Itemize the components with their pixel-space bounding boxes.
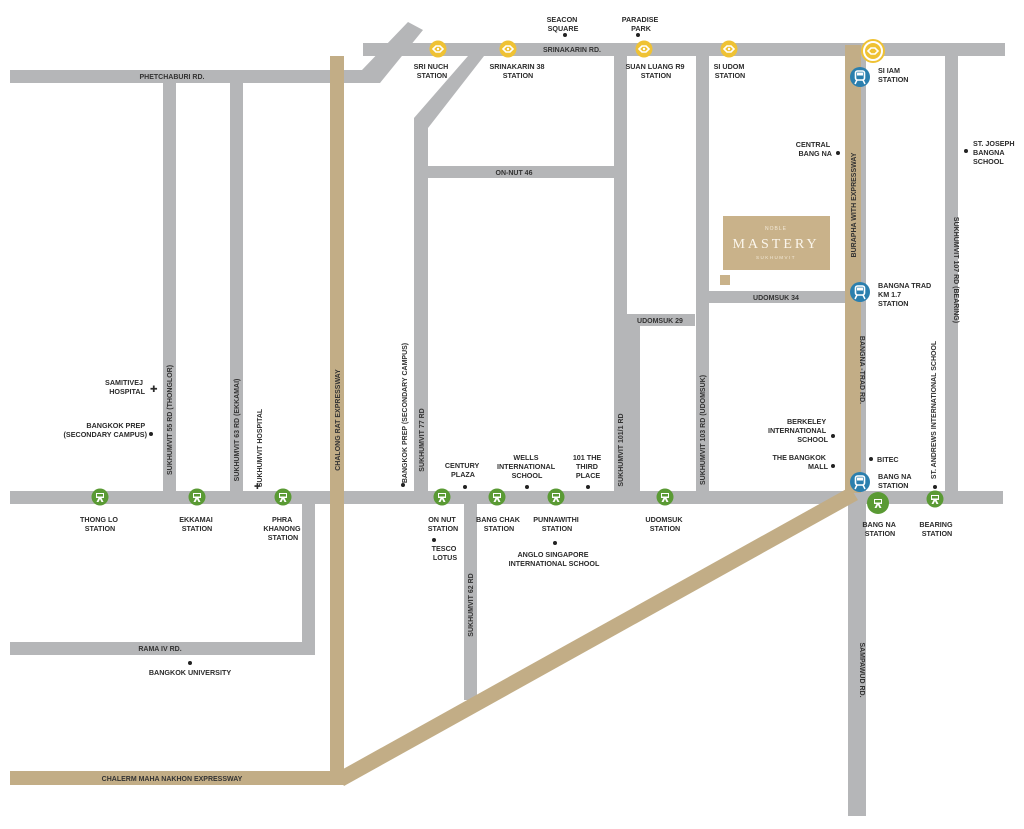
- station-label-thong-lo: THONG LO STATION: [80, 515, 120, 533]
- monorail-icon[interactable]: [719, 39, 739, 59]
- road-label-soi-107: SUKHUMVIT 107 RD (BEARING): [952, 217, 959, 323]
- station-label-si-udom: SI UDOM STATION: [714, 62, 747, 80]
- expressways-layer: [10, 45, 861, 786]
- road-label-chalong-rat: CHALONG RAT EXPRESSWAY: [335, 369, 342, 471]
- station-label-phra-khanong: PHRA KHANONG STATION: [263, 515, 302, 542]
- place-anglo: ANGLO SINGAPORE INTERNATIONAL SCHOOL: [509, 550, 600, 568]
- metro-train-icon[interactable]: [849, 471, 871, 493]
- road-label-chalerm: CHALERM MAHA NAKHON EXPRESSWAY: [102, 776, 243, 783]
- metro-train-icon[interactable]: [849, 281, 871, 303]
- road-label-soi-77: SUKHUMVIT 77 RD: [419, 408, 426, 471]
- train-front-icon[interactable]: [656, 488, 674, 506]
- station-label-suan-luang: SUAN LUANG R9 STATION: [625, 62, 686, 80]
- monorail-icon[interactable]: [498, 39, 518, 59]
- station-icons: [91, 39, 944, 514]
- place-bangkok-mall: THE BANGKOK MALL: [772, 453, 828, 471]
- road-label-soi-101-1: SUKHUMVIT 101/1 RD: [618, 413, 625, 486]
- hospital-cross-icon: ✚: [150, 384, 158, 394]
- train-front-icon[interactable]: [547, 488, 565, 506]
- train-front-icon[interactable]: [926, 490, 944, 508]
- station-labels: THONG LO STATION EKKAMAI STATION PHRA KH…: [80, 62, 954, 542]
- train-front-icon[interactable]: [867, 492, 889, 514]
- train-front-icon[interactable]: [488, 488, 506, 506]
- road-label-soi-103: SUKHUMVIT 103 RD (UDOMSUK): [700, 375, 707, 485]
- road-label-soi-62: SUKHUMVIT 62 RD: [468, 573, 475, 636]
- roads-layer: [10, 22, 1005, 816]
- place-tesco: TESCO LOTUS: [432, 544, 459, 562]
- place-bangkok-prep-vertical: BANGKOK PREP (SECONDARY CAMPUS): [402, 343, 409, 483]
- road-label-udomsuk-29: UDOMSUK 29: [637, 318, 683, 325]
- road-label-rama-iv: RAMA IV RD.: [138, 646, 181, 653]
- road-label-srinakarin: SRINAKARIN RD.: [543, 47, 601, 54]
- monorail-icon[interactable]: [861, 39, 885, 63]
- station-label-on-nut: ON NUT STATION: [428, 515, 458, 533]
- road-label-bangna-trad: BANGNA -TRAD RD.: [858, 336, 865, 404]
- station-label-bearing: BEARING STATION: [919, 520, 954, 538]
- place-century: CENTURY PLAZA: [445, 461, 481, 479]
- place-bitec: BITEC: [877, 455, 899, 464]
- road-labels: PHETCHABURI RD. SRINAKARIN RD. ON-NUT 46…: [102, 47, 959, 783]
- station-label-srinakarin-38: SRINAKARIN 38 STATION: [489, 62, 546, 80]
- metro-train-icon[interactable]: [849, 66, 871, 88]
- train-front-icon[interactable]: [188, 488, 206, 506]
- road-label-udomsuk-34: UDOMSUK 34: [753, 295, 799, 302]
- station-label-bang-na-bts: BANG NA STATION: [862, 520, 897, 538]
- station-label-ekkamai: EKKAMAI STATION: [179, 515, 215, 533]
- road-label-burapha: BURAPHA WITH EXPRESSWAY: [851, 152, 858, 257]
- project-logo[interactable]: NOBLE MASTERY SUKHUMVIT: [720, 216, 830, 285]
- logo-name: MASTERY: [732, 237, 819, 252]
- road-label-soi-63: SUKHUMVIT 63 RD (EKKAMAI): [234, 379, 241, 482]
- road-label-on-nut-46: ON-NUT 46: [496, 170, 533, 177]
- train-front-icon[interactable]: [433, 488, 451, 506]
- road-label-phetchaburi: PHETCHABURI RD.: [140, 74, 205, 81]
- station-label-bang-na-blue: BANG NA STATION: [878, 472, 913, 490]
- place-bangkok-university: BANGKOK UNIVERSITY: [149, 668, 231, 677]
- station-label-punnawithi: PUNNAWITHI STATION: [533, 515, 581, 533]
- road-label-soi-55: SUKHUMVIT 55 RD (THONGLOR): [167, 365, 174, 475]
- logo-top: NOBLE: [765, 226, 787, 232]
- place-wells: WELLS INTERNATIONAL SCHOOL: [497, 453, 557, 480]
- place-the-third-place: 101 THE THIRD PLACE: [573, 453, 603, 480]
- place-seacon: SEACON SQUARE: [547, 15, 580, 33]
- station-label-bangna-trad-km: BANGNA TRAD KM 1.7 STATION: [878, 281, 933, 308]
- place-st-joseph: ST. JOSEPH BANGNA SCHOOL: [973, 139, 1017, 166]
- place-sukhumvit-hospital: SUKHUMVIT HOSPITAL: [257, 408, 264, 487]
- place-st-andrews: ST. ANDREWS INTERNATIONAL SCHOOL: [931, 340, 938, 479]
- place-bangkok-prep: BANGKOK PREP (SECONDARY CAMPUS): [64, 421, 148, 439]
- station-label-sri-nuch: SRI NUCH STATION: [414, 62, 451, 80]
- place-samitivej: SAMITIVEJ HOSPITAL: [105, 378, 146, 396]
- logo-sub: SUKHUMVIT: [756, 255, 796, 260]
- train-front-icon[interactable]: [274, 488, 292, 506]
- monorail-icon[interactable]: [428, 39, 448, 59]
- place-berkeley: BERKELEY INTERNATIONAL SCHOOL: [768, 417, 829, 444]
- places: SEACON SQUARE PARADISE PARK CENTRAL BANG…: [64, 15, 1017, 677]
- hospital-cross-icon: ✚: [254, 482, 261, 491]
- station-label-udomsuk: UDOMSUK STATION: [645, 515, 684, 533]
- place-central: CENTRAL BANG NA: [796, 140, 832, 158]
- station-label-si-iam: SI IAM STATION: [878, 66, 908, 84]
- monorail-icon[interactable]: [634, 39, 654, 59]
- road-label-sampawud: SAMPAWUD RD.: [858, 642, 865, 697]
- place-paradise: PARADISE PARK: [622, 15, 661, 33]
- station-label-bang-chak: BANG CHAK STATION: [476, 515, 522, 533]
- train-front-icon[interactable]: [91, 488, 109, 506]
